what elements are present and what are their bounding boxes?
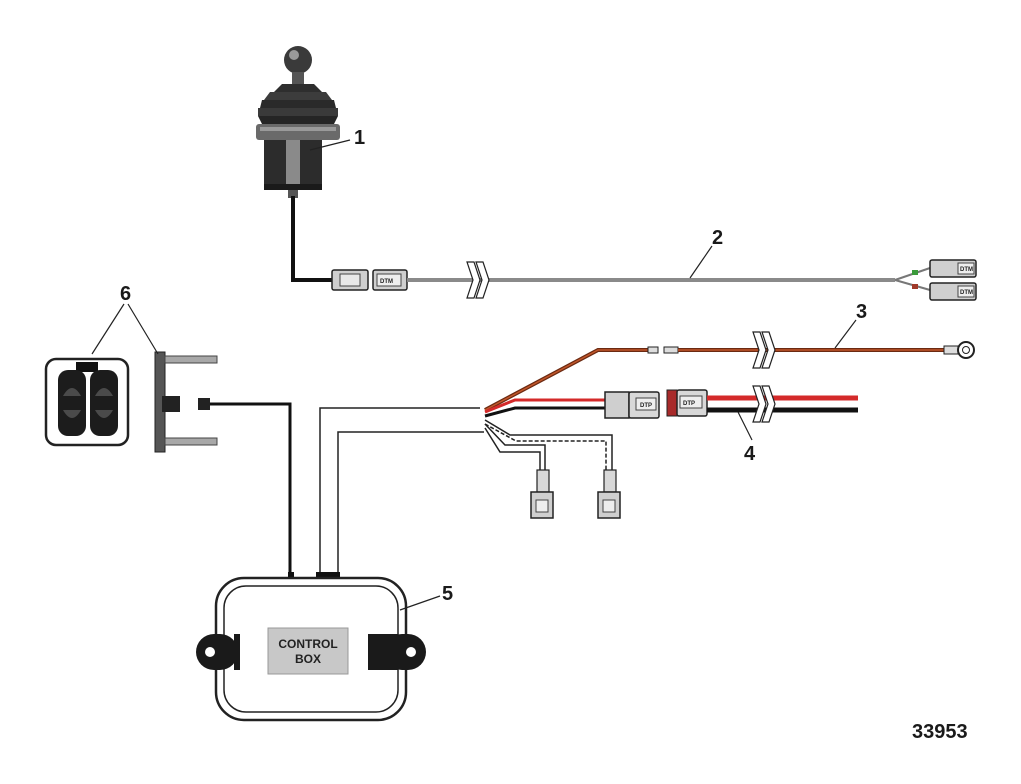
switch-side-view [154,351,218,453]
dtm-connector-red: DTM [929,282,977,301]
ring-terminal-icon [943,341,975,359]
dtp-connector-pair: DTP DTP [604,389,708,419]
break-mark [466,261,481,299]
callout-1: 1 [354,127,365,149]
callout-5: 5 [442,583,453,605]
sub-harness [484,419,613,470]
lead-4-red [484,398,605,414]
callout-6: 6 [120,283,131,305]
svg-text:DTP: DTP [640,403,652,409]
small-connector-right [597,469,621,519]
lead-4-black [484,406,605,418]
svg-text:DTM: DTM [960,290,973,296]
svg-text:DTP: DTP [683,401,695,407]
callout-3: 3 [856,301,867,323]
svg-text:DTM: DTM [960,267,973,273]
joystick-cable [291,196,332,282]
callout-2: 2 [712,227,723,249]
svg-text:DTM: DTM [380,279,393,285]
main-harness-outline [319,407,480,578]
control-box: CONTROL BOX [196,572,426,722]
joystick-icon [256,46,340,198]
switch-cable [210,402,292,578]
control-box-label-1: CONTROL [278,637,337,651]
rocker-switch-icon [44,357,130,447]
callout-4: 4 [744,443,756,465]
dtm-connector-pair: DTM [331,269,408,291]
dtm-connector-green: DTM [929,259,977,278]
small-connector-left [530,469,554,519]
control-box-label-2: BOX [295,652,321,666]
figure-number: 33953 [912,721,968,743]
